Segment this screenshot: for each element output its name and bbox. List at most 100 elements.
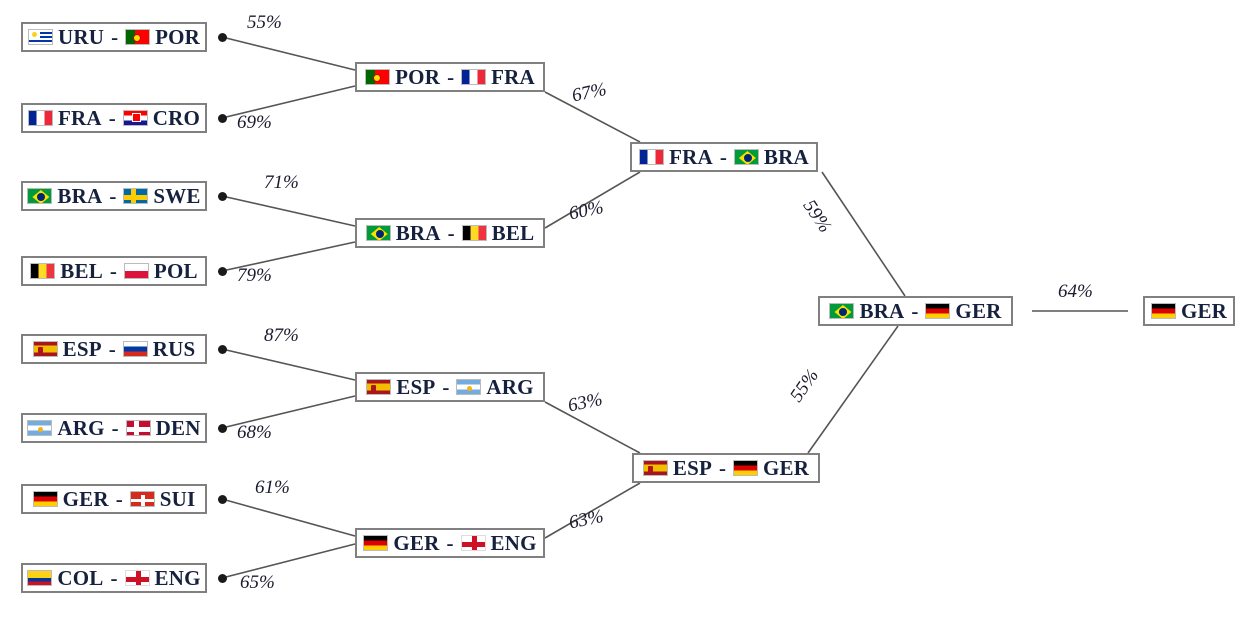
team-code: BRA bbox=[57, 183, 103, 208]
edge-percent-e4: 79% bbox=[237, 265, 272, 286]
match-box-r4m1[interactable]: BRA-GER bbox=[818, 296, 1013, 326]
match-box-r1m3[interactable]: BRA-SWE bbox=[21, 181, 207, 211]
versus-separator: - bbox=[111, 415, 119, 440]
match-label: ESP-RUS bbox=[32, 336, 196, 361]
match-box-r1m6[interactable]: ARG- DEN bbox=[21, 413, 207, 443]
team-code: GER bbox=[1180, 298, 1228, 323]
match-box-r3m1[interactable]: FRA-BRA bbox=[630, 142, 818, 172]
edge-percent-e10: 60% bbox=[567, 196, 606, 225]
flag-colombia-icon bbox=[27, 570, 53, 586]
team-right: BEL bbox=[461, 220, 535, 245]
team-code: DEN bbox=[155, 415, 201, 440]
edge-percent-e11: 63% bbox=[566, 388, 605, 417]
edge-percent-e12: 63% bbox=[567, 505, 606, 534]
team-left: COL bbox=[27, 567, 103, 589]
team-right: ENG bbox=[124, 567, 201, 589]
flag-germany-icon bbox=[32, 491, 58, 507]
flag-england-icon bbox=[124, 570, 150, 586]
team-left: FRA bbox=[639, 144, 713, 169]
team-code: ESP bbox=[672, 455, 712, 480]
flag-brazil-icon bbox=[829, 303, 855, 319]
match-box-champion[interactable]: GER bbox=[1143, 296, 1235, 326]
team-left: BEL bbox=[30, 260, 103, 282]
versus-separator: - bbox=[109, 258, 117, 283]
team-code: FRA bbox=[669, 144, 713, 169]
match-box-r1m7[interactable]: GER-SUI bbox=[21, 484, 207, 514]
versus-separator: - bbox=[108, 105, 116, 130]
edge-percent-e2: 69% bbox=[237, 112, 272, 133]
versus-separator: - bbox=[442, 374, 450, 399]
match-label: BRA-BEL bbox=[365, 220, 535, 245]
edge-percent-e1: 55% bbox=[247, 12, 282, 33]
flag-germany-icon bbox=[733, 460, 758, 476]
match-box-r1m2[interactable]: FRA-CRO bbox=[21, 103, 207, 133]
match-box-r2m4[interactable]: GER-ENG bbox=[355, 528, 545, 558]
flag-brazil-icon bbox=[27, 188, 53, 204]
match-label: BRA-GER bbox=[829, 300, 1001, 322]
team-right: RUS bbox=[122, 336, 196, 361]
match-box-r1m8[interactable]: COL-ENG bbox=[21, 563, 207, 593]
match-box-r2m1[interactable]: POR-FRA bbox=[355, 62, 545, 92]
team-right: SUI bbox=[129, 488, 196, 510]
team-code: ARG bbox=[57, 415, 105, 440]
match-box-r1m4[interactable]: BEL-POL bbox=[21, 256, 207, 286]
team-code: GER bbox=[62, 486, 109, 511]
flag-belgium-icon bbox=[30, 263, 56, 279]
flag-spain-icon bbox=[32, 341, 58, 357]
match-box-r1m1[interactable]: URU- POR bbox=[21, 22, 207, 52]
flag-sweden-icon bbox=[123, 188, 149, 204]
team-left: ARG bbox=[27, 415, 105, 440]
edge-dot-e1 bbox=[217, 32, 227, 42]
team-code: FRA bbox=[491, 64, 535, 89]
team-code: GER bbox=[393, 530, 440, 555]
edge-percent-e5: 87% bbox=[264, 325, 299, 346]
match-label: FRA-BRA bbox=[639, 144, 809, 169]
match-label: URU- POR bbox=[27, 24, 201, 49]
flag-russia-icon bbox=[122, 341, 148, 357]
bracket-edge-e5 bbox=[221, 348, 356, 381]
match-box-r3m2[interactable]: ESP-GER bbox=[632, 453, 820, 483]
team-code: POR bbox=[395, 64, 441, 89]
team-right: ENG bbox=[460, 530, 537, 555]
bracket-edge-e7 bbox=[221, 498, 356, 537]
flag-france-icon bbox=[639, 149, 665, 165]
team-left: GER bbox=[32, 486, 109, 511]
flag-france-icon bbox=[461, 69, 487, 85]
versus-separator: - bbox=[110, 565, 118, 590]
team-left: BRA bbox=[27, 183, 103, 208]
versus-separator: - bbox=[447, 220, 455, 245]
flag-germany-icon bbox=[363, 535, 389, 551]
bracket-edge-e14 bbox=[807, 325, 899, 454]
team-right: POL bbox=[123, 260, 198, 282]
flag-poland-icon bbox=[123, 263, 149, 279]
match-box-r2m2[interactable]: BRA-BEL bbox=[355, 218, 545, 248]
edge-percent-e7: 61% bbox=[255, 477, 290, 498]
flag-switzerland-icon bbox=[129, 491, 155, 507]
edge-percent-e6: 68% bbox=[237, 422, 272, 443]
team-left: URU bbox=[27, 24, 105, 49]
team-code: ENG bbox=[490, 530, 537, 555]
team-code: BEL bbox=[491, 220, 535, 245]
edge-percent-e13: 59% bbox=[798, 196, 836, 237]
edge-dot-e5 bbox=[217, 344, 227, 354]
team-code: POR bbox=[155, 24, 201, 49]
team-code: RUS bbox=[152, 336, 196, 361]
edge-dot-e4 bbox=[217, 266, 227, 276]
team-right: DEN bbox=[125, 415, 201, 440]
match-box-r1m5[interactable]: ESP-RUS bbox=[21, 334, 207, 364]
versus-separator: - bbox=[115, 486, 123, 511]
match-box-r2m3[interactable]: ESP-ARG bbox=[355, 372, 545, 402]
flag-argentina-icon bbox=[27, 420, 53, 436]
edge-percent-e14: 55% bbox=[786, 365, 824, 407]
team-code: URU bbox=[57, 24, 105, 49]
flag-spain-icon bbox=[366, 379, 392, 395]
match-label: GER bbox=[1150, 298, 1228, 323]
flag-portugal-icon bbox=[365, 69, 391, 85]
team-left: GER bbox=[363, 530, 440, 555]
edge-dot-e6 bbox=[217, 423, 227, 433]
team-code: BRA bbox=[763, 144, 809, 169]
versus-separator: - bbox=[111, 24, 119, 49]
team-code: ARG bbox=[486, 374, 534, 399]
team-code: ESP bbox=[62, 336, 102, 361]
edge-percent-e3: 71% bbox=[264, 172, 299, 193]
